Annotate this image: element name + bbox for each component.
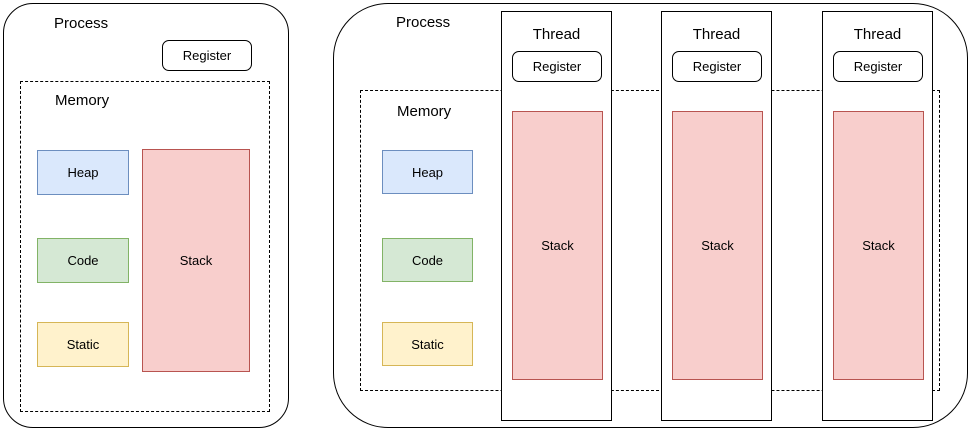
stack-segment: Stack xyxy=(672,111,763,380)
thread-box-3: Thread Register Stack xyxy=(822,11,933,421)
register-box: Register xyxy=(672,51,762,82)
process-box-single-thread: Process Register Memory Heap Code Static… xyxy=(3,3,289,428)
stack-segment: Stack xyxy=(833,111,924,380)
stack-segment: Stack xyxy=(142,149,250,372)
process-box-multi-thread: Process Memory Heap Code Static Thread R… xyxy=(333,3,968,428)
process-title: Process xyxy=(54,15,109,32)
static-label: Static xyxy=(66,337,100,352)
stack-label: Stack xyxy=(541,238,574,253)
static-label: Static xyxy=(411,336,444,352)
register-label: Register xyxy=(532,59,582,74)
static-segment: Static xyxy=(382,322,473,366)
thread-box-2: Thread Register Stack xyxy=(661,11,772,421)
register-label: Register xyxy=(853,59,903,74)
code-label: Code xyxy=(411,252,444,268)
heap-segment: Heap xyxy=(37,150,129,195)
stack-label: Stack xyxy=(862,238,895,253)
register-box: Register xyxy=(162,40,252,71)
register-label: Register xyxy=(182,48,232,63)
heap-label: Heap xyxy=(67,165,99,180)
register-box: Register xyxy=(512,51,602,82)
thread-title: Thread xyxy=(692,26,741,43)
heap-segment: Heap xyxy=(382,150,473,194)
stack-label: Stack xyxy=(179,253,213,268)
process-title: Process xyxy=(396,14,451,31)
code-segment: Code xyxy=(37,238,129,283)
memory-title: Memory xyxy=(397,103,452,120)
memory-title: Memory xyxy=(55,92,110,109)
code-segment: Code xyxy=(382,238,473,282)
memory-region: Memory Heap Code Static xyxy=(360,90,940,391)
code-label: Code xyxy=(67,253,99,268)
heap-label: Heap xyxy=(411,164,444,180)
memory-region: Memory Heap Code Static Stack xyxy=(20,81,270,412)
static-segment: Static xyxy=(37,322,129,367)
thread-box-1: Thread Register Stack xyxy=(501,11,612,421)
thread-title: Thread xyxy=(532,26,581,43)
register-label: Register xyxy=(692,59,742,74)
stack-segment: Stack xyxy=(512,111,603,380)
stack-label: Stack xyxy=(701,238,734,253)
register-box: Register xyxy=(833,51,923,82)
thread-title: Thread xyxy=(853,26,902,43)
